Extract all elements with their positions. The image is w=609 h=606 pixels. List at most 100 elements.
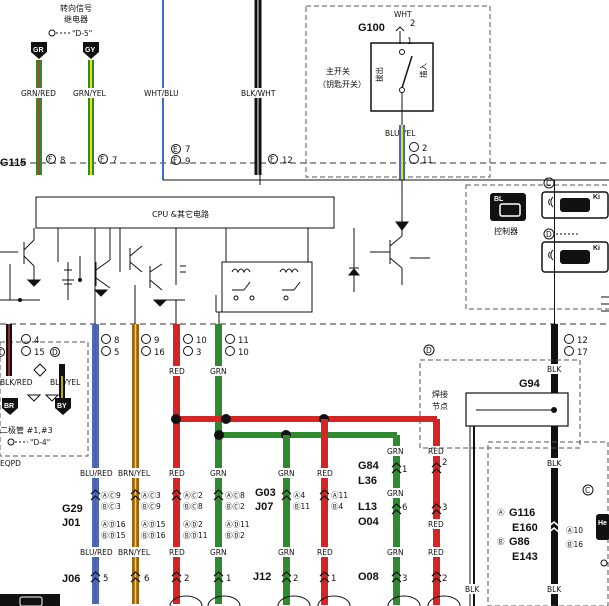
j12-pin-2: 2 (293, 574, 298, 584)
l13-label: L13 (358, 501, 377, 513)
svg-text:BRN/YEL: BRN/YEL (118, 469, 151, 478)
blk-label-3: BLK (547, 585, 562, 594)
g115-pin-7a: 7 (112, 156, 117, 166)
o08-pin-2: 2 (442, 574, 447, 584)
svg-text:GRN: GRN (210, 548, 227, 557)
controller-dashed-box (465, 184, 609, 310)
gr-badge-text: GR (33, 47, 44, 54)
wire-label-blk-yel: BLK/YEL (50, 378, 81, 387)
turn-relay-connector-icon (48, 29, 56, 37)
svg-text:ⒶⒹ16: ⒶⒹ16 (101, 520, 126, 529)
he-device-icon (596, 514, 609, 540)
g115-pin-9: 9 (185, 157, 190, 167)
l36-label: L36 (358, 475, 377, 487)
svg-text:ⒶⒹ11: ⒶⒹ11 (225, 520, 250, 529)
svg-text:RED: RED (317, 469, 333, 478)
svg-text:ⒶⒸ9: ⒶⒸ9 (101, 491, 121, 500)
svg-text:ⒷⒸ2: ⒷⒸ2 (225, 502, 245, 511)
pin-f15: 15 (34, 348, 45, 358)
g100-inner-a: 拔出 (374, 67, 384, 82)
bottom-left-device-icon (0, 594, 60, 606)
svg-text:GRN: GRN (387, 489, 404, 498)
svg-text:GRN: GRN (387, 447, 404, 456)
g115-label: G115 (0, 157, 26, 169)
svg-text:11: 11 (238, 336, 249, 346)
controller-bl-badge: BL (494, 196, 504, 203)
g84-pin-2: 2 (442, 458, 447, 468)
g03-label: G03 (255, 487, 276, 499)
g116-ref: Ⓐ (497, 508, 505, 517)
svg-text:GRN: GRN (278, 548, 295, 557)
wire-red-bus (176, 416, 437, 422)
g116-pin-b16: Ⓑ16 (566, 540, 583, 549)
far-right-d-mark: D (426, 346, 432, 355)
wire-label-grn-red: GRN/RED (21, 89, 56, 98)
svg-text:RED: RED (169, 548, 185, 557)
lower-wire-labels: BLU/RED BRN/YEL RED GRN GRN RED GRN RED … (80, 446, 445, 557)
svg-text:F: F (100, 155, 104, 164)
g100-dashed-box (305, 5, 491, 178)
svg-text:RED: RED (428, 447, 444, 456)
g03-pin-a11: Ⓐ11 (331, 491, 348, 500)
j06-pin-1: 1 (226, 574, 231, 584)
gr-badge-icon (31, 42, 47, 59)
far-right-pin-e12: 12 (577, 336, 588, 346)
turn-relay-label-1: 转向信号 (60, 3, 92, 13)
wire-grn-main (215, 324, 222, 604)
controller-d-mark: D (546, 230, 552, 239)
bottom-left-c-mark: C (0, 348, 2, 357)
j07-label: J07 (255, 501, 273, 513)
j12-pin-1: 1 (331, 574, 336, 584)
blk-label-2: BLK (547, 459, 562, 468)
diode-label: 二极管 #1,#3 (0, 425, 53, 435)
svg-text:RED: RED (169, 469, 185, 478)
wire-label-wht-blu: WHT/BLU (144, 89, 179, 98)
by-badge-icon (55, 398, 71, 415)
g86-label: G86 (509, 536, 530, 548)
svg-text:ⒷⒹ15: ⒷⒹ15 (101, 531, 126, 540)
wire-grn-bus (219, 432, 397, 438)
wire-label-blk-wht: BLK/WHT (241, 89, 276, 98)
wire-red-main (173, 324, 180, 604)
g100-pin-bottom: 1 (407, 37, 412, 47)
eqpd-label: EQPD (0, 459, 21, 468)
br-badge-text: BR (4, 403, 14, 410)
br-badge-icon (2, 398, 18, 415)
svg-text:F: F (173, 156, 177, 165)
svg-text:3: 3 (196, 348, 201, 358)
wire-red-branch-2 (433, 419, 440, 605)
g100-switch-contact (401, 55, 413, 89)
g84-label: G84 (358, 460, 380, 472)
svg-text:10: 10 (196, 336, 207, 346)
o08-label: O08 (358, 571, 379, 583)
g115-pin-8: 8 (60, 156, 65, 166)
wire-label-blk-red: BLK/RED (0, 378, 33, 387)
weld-label-2: 节点 (432, 402, 448, 411)
svg-text:5: 5 (114, 348, 119, 358)
j06-pin-6: 6 (144, 574, 149, 584)
pin-e4: 4 (34, 336, 39, 346)
svg-text:GRN: GRN (278, 469, 295, 478)
svg-text:RED: RED (428, 520, 444, 529)
bottom-left-d-mark: D (52, 348, 58, 357)
o04-label: O04 (358, 516, 380, 528)
bottom-components (169, 595, 461, 606)
g100-pin-f11: 11 (422, 156, 433, 166)
svg-text:9: 9 (154, 336, 159, 346)
svg-text:ⒶⒸ2: ⒶⒸ2 (183, 491, 203, 500)
far-right-c-mark: C (585, 486, 590, 495)
g03-pin-a4: Ⓐ4 (293, 491, 305, 500)
g115-pin-7b: 7 (185, 145, 190, 155)
j12-label: J12 (253, 571, 271, 583)
middle-pin-pairs: 8 5 9 16 10 3 11 10 (101, 334, 249, 358)
cpu-block (35, 196, 335, 229)
g86-ref: Ⓑ (497, 537, 505, 546)
splice-grn-1 (214, 430, 224, 440)
svg-text:BLU/RED: BLU/RED (80, 469, 113, 478)
transistor-circuit-left (0, 228, 186, 307)
svg-text:RED: RED (428, 548, 444, 557)
g03-pin-b4: Ⓑ4 (331, 502, 343, 511)
l13-pin-3: 3 (442, 503, 447, 513)
